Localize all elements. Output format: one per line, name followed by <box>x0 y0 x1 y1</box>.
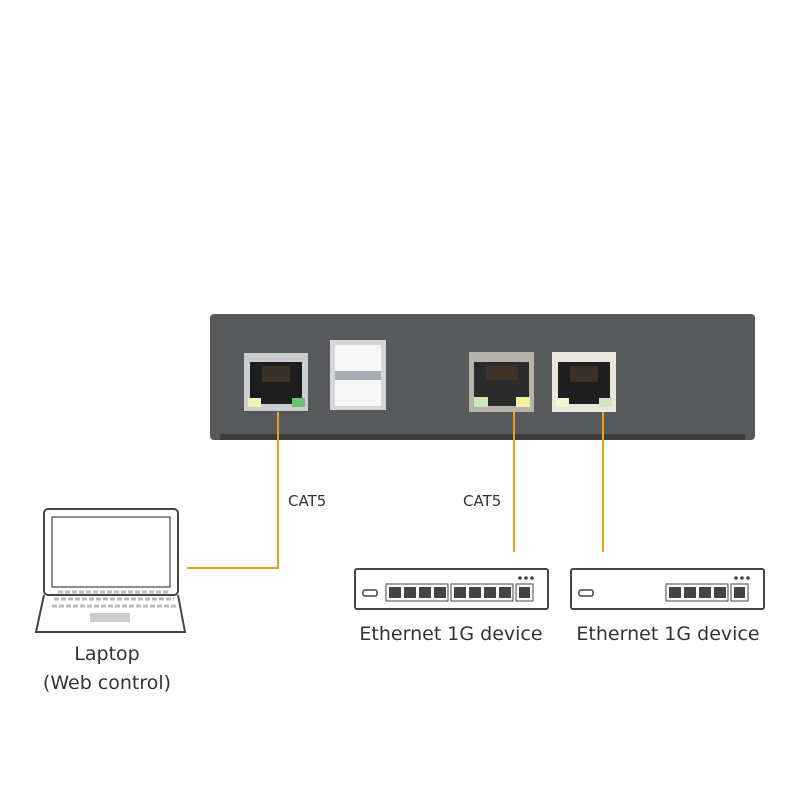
cable-laptop <box>187 412 279 569</box>
ethernet-device-1-icon <box>354 568 549 610</box>
device-label-1: Ethernet 1G device <box>359 623 543 645</box>
usb-port-stack <box>330 340 386 410</box>
laptop-icon <box>34 508 187 633</box>
rj45-port-3 <box>552 352 616 412</box>
laptop-sublabel: (Web control) <box>42 672 172 694</box>
rj45-port-2 <box>469 352 534 412</box>
ethernet-device-2-icon <box>570 568 765 610</box>
laptop-label: Laptop <box>74 643 140 665</box>
device-label-2: Ethernet 1G device <box>576 623 760 645</box>
cable-label-1: CAT5 <box>288 492 327 510</box>
cable-label-2: CAT5 <box>463 492 502 510</box>
rj45-port-1 <box>244 353 308 411</box>
